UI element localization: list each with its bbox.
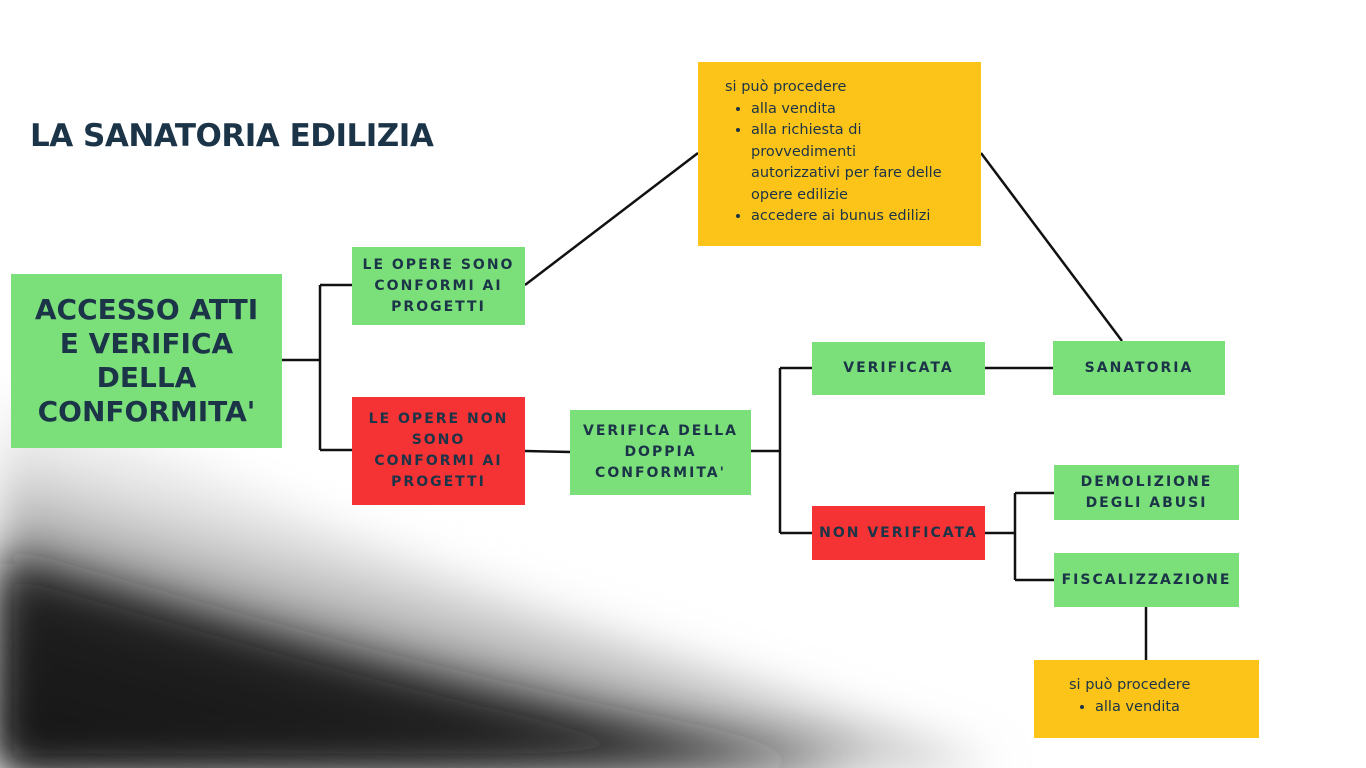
note-top-intro: si può procedere: [725, 79, 847, 95]
note-bottom: si può procedere alla vendita: [1034, 660, 1259, 738]
node-fiscalizzazione-label: FISCALIZZAZIONE: [1061, 571, 1232, 588]
page-title: LA SANATORIA EDILIZIA: [30, 118, 434, 154]
node-non-verificata-label: NON VERIFICATA: [819, 524, 978, 541]
node-accesso-atti: ACCESSO ATTI E VERIFICA DELLA CONFORMITA…: [11, 274, 282, 448]
node-demolizione-abusi-label: DEMOLIZIONE DEGLI ABUSI: [1080, 473, 1213, 511]
node-opere-conformi: LE OPERE SONO CONFORMI AI PROGETTI: [352, 247, 525, 325]
node-sanatoria: SANATORIA: [1053, 341, 1225, 395]
connector-non-conformi-to-doppia: [524, 449, 571, 454]
node-demolizione-abusi: DEMOLIZIONE DEGLI ABUSI: [1054, 465, 1239, 520]
note-top: si può procedere alla vendita alla richi…: [698, 62, 981, 246]
node-verifica-doppia-conformita-label: VERIFICA DELLA DOPPIA CONFORMITA': [582, 423, 738, 481]
node-non-verificata: NON VERIFICATA: [812, 506, 985, 560]
note-bottom-list: alla vendita: [1069, 697, 1239, 719]
note-bottom-intro: si può procedere: [1069, 677, 1191, 693]
node-fiscalizzazione: FISCALIZZAZIONE: [1054, 553, 1239, 607]
note-top-item: alla richiesta di provvedimenti autorizz…: [751, 120, 947, 206]
node-verificata-label: VERIFICATA: [843, 360, 954, 376]
node-verificata: VERIFICATA: [812, 342, 985, 395]
node-opere-non-conformi-label: LE OPERE NON SONO CONFORMI AI PROGETTI: [368, 411, 509, 490]
note-bottom-item: alla vendita: [1095, 697, 1239, 719]
node-opere-conformi-label: LE OPERE SONO CONFORMI AI PROGETTI: [362, 256, 515, 315]
connector-note-to-sanatoria: [980, 152, 1123, 342]
note-top-item: accedere ai bunus edilizi: [751, 206, 947, 228]
node-opere-non-conformi: LE OPERE NON SONO CONFORMI AI PROGETTI: [352, 397, 525, 505]
node-verifica-doppia-conformita: VERIFICA DELLA DOPPIA CONFORMITA': [570, 410, 751, 495]
node-sanatoria-label: SANATORIA: [1084, 359, 1194, 376]
connector-conformi-to-note: [524, 152, 699, 286]
node-accesso-atti-label: ACCESSO ATTI E VERIFICA DELLA CONFORMITA…: [34, 293, 259, 428]
note-top-item: alla vendita: [751, 99, 947, 121]
note-top-list: alla vendita alla richiesta di provvedim…: [725, 99, 947, 228]
